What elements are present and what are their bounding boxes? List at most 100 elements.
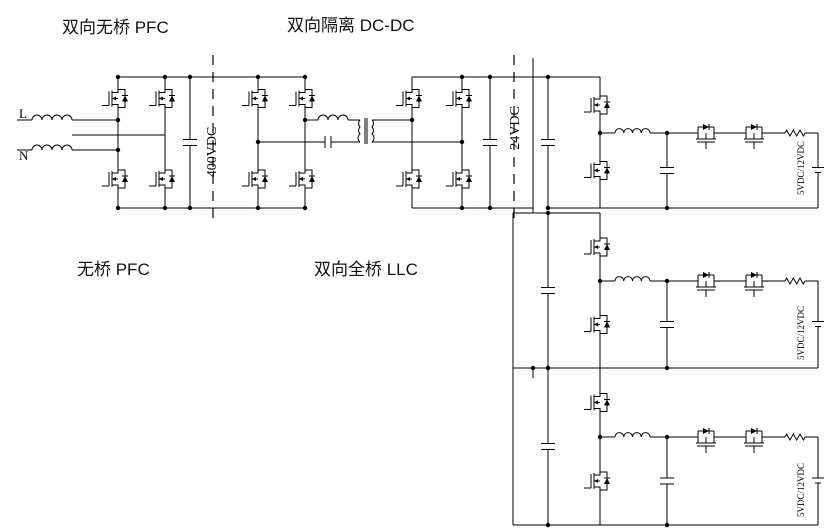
mosfet-stroke <box>751 272 757 278</box>
body-diode <box>262 95 268 102</box>
input-inductor-line <box>31 114 73 121</box>
mosfet-stroke <box>456 150 463 174</box>
junction-dot <box>255 74 261 80</box>
mosfet-stroke <box>584 474 592 489</box>
output-label-1: 5VDC/12VDC <box>796 141 806 195</box>
transformer-secondary <box>371 119 375 143</box>
mosfet-stroke <box>713 436 722 443</box>
mosfet-stroke <box>102 172 110 187</box>
bus-label-24vdc: 24VDC <box>508 106 523 150</box>
mosfet-arrow <box>456 96 460 101</box>
stage-input-capacitor-3 <box>541 368 555 525</box>
junction-dot <box>459 205 465 211</box>
mosfet-stroke <box>594 252 601 281</box>
mosfet-stroke <box>751 124 757 130</box>
shunt-resistor-1 <box>784 128 806 138</box>
mosfet-stroke <box>289 91 297 106</box>
mosfet-stroke <box>594 281 601 319</box>
oring-switch-b-3 <box>738 428 770 453</box>
mosfet-stroke <box>697 289 715 297</box>
mosfet-stroke <box>112 150 119 174</box>
mosfet-stroke <box>252 184 259 208</box>
mosfet-stroke <box>594 486 601 525</box>
buck-high-side-switch-1 <box>584 77 610 133</box>
junction-dot <box>459 74 465 80</box>
mosfet-stroke <box>406 104 413 120</box>
mosfet-stroke <box>446 172 454 187</box>
mosfet-arrow <box>456 177 460 181</box>
mosfet-arrow <box>594 245 598 249</box>
shunt-resistor-3 <box>784 432 806 442</box>
body-diode <box>416 176 422 182</box>
body-diode <box>416 95 422 102</box>
shunt-resistor-2 <box>784 276 806 286</box>
mosfet-arrow <box>594 103 598 107</box>
body-diode <box>604 244 610 250</box>
mosfet-stroke <box>584 395 592 410</box>
mosfet-stroke <box>149 91 157 106</box>
mosfet-stroke <box>697 141 715 149</box>
mosfet-stroke <box>594 213 601 242</box>
body-diode <box>604 399 610 406</box>
junction-dot <box>302 205 308 211</box>
label-bidirectional-isolated-dcdc: 双向隔离 DC-DC <box>287 16 415 35</box>
buck-inductor-3 <box>614 432 651 438</box>
input-label-line: L <box>19 106 27 121</box>
mosfet-stroke <box>584 163 592 178</box>
buck-high-side-switch-3 <box>584 368 610 437</box>
label-bidirectional-full-bridge-llc: 双向全桥 LLC <box>314 260 418 279</box>
junction-dot <box>115 205 121 211</box>
body-diode <box>604 102 610 108</box>
junction-dot <box>115 74 121 80</box>
mosfet-arrow <box>159 96 163 101</box>
dc-link-capacitor-400v <box>183 77 197 208</box>
oring-switch-a-1 <box>690 124 722 149</box>
transformer-primary <box>357 119 361 143</box>
load-battery-1 <box>812 133 824 208</box>
load-battery-3 <box>812 437 824 525</box>
mosfet-stroke <box>406 77 413 93</box>
mosfet-arrow <box>594 168 598 173</box>
mosfet-stroke <box>584 240 592 255</box>
stage-input-capacitor-2 <box>541 213 555 368</box>
mosfet-arrow <box>406 96 410 101</box>
mosfet-stroke <box>299 184 306 208</box>
buck-high-side-switch-2 <box>584 213 610 281</box>
mosfet-stroke <box>584 317 592 332</box>
mosfet-stroke <box>703 124 709 130</box>
mosfet-stroke <box>594 176 601 208</box>
buck-inductor-1 <box>614 128 651 134</box>
mosfet-stroke <box>745 141 763 149</box>
oring-switch-b-1 <box>738 124 770 149</box>
mosfet-stroke <box>738 436 747 443</box>
mosfet-stroke <box>703 272 709 278</box>
body-diode <box>604 478 610 484</box>
llc-secondary-q1 <box>396 77 422 120</box>
output-label-2: 5VDC/12VDC <box>796 306 806 360</box>
mosfet-stroke <box>594 133 601 165</box>
mosfet-stroke <box>159 104 166 120</box>
mosfet-stroke <box>112 77 119 93</box>
body-diode <box>122 176 128 182</box>
mosfet-arrow <box>594 322 598 327</box>
body-diode <box>169 176 175 182</box>
junction-dot <box>545 74 551 80</box>
body-diode <box>122 95 128 102</box>
mosfet-stroke <box>713 280 722 287</box>
mosfet-stroke <box>149 172 157 187</box>
llc-primary-q1 <box>242 77 268 120</box>
mosfet-stroke <box>745 289 763 297</box>
oring-switch-a-3 <box>690 428 722 453</box>
junction-dot <box>162 205 168 211</box>
mosfet-stroke <box>738 132 747 139</box>
mosfet-stroke <box>456 104 463 120</box>
mosfet-arrow <box>299 177 303 181</box>
mosfet-stroke <box>252 150 259 174</box>
stage-input-capacitor-1 <box>541 77 555 208</box>
output-label-3: 5VDC/12VDC <box>796 463 806 517</box>
mosfet-arrow <box>299 96 303 101</box>
junction-dot <box>162 74 168 80</box>
mosfet-stroke <box>159 150 166 174</box>
buck-output-capacitor-1 <box>660 133 674 208</box>
mosfet-arrow <box>112 177 116 181</box>
